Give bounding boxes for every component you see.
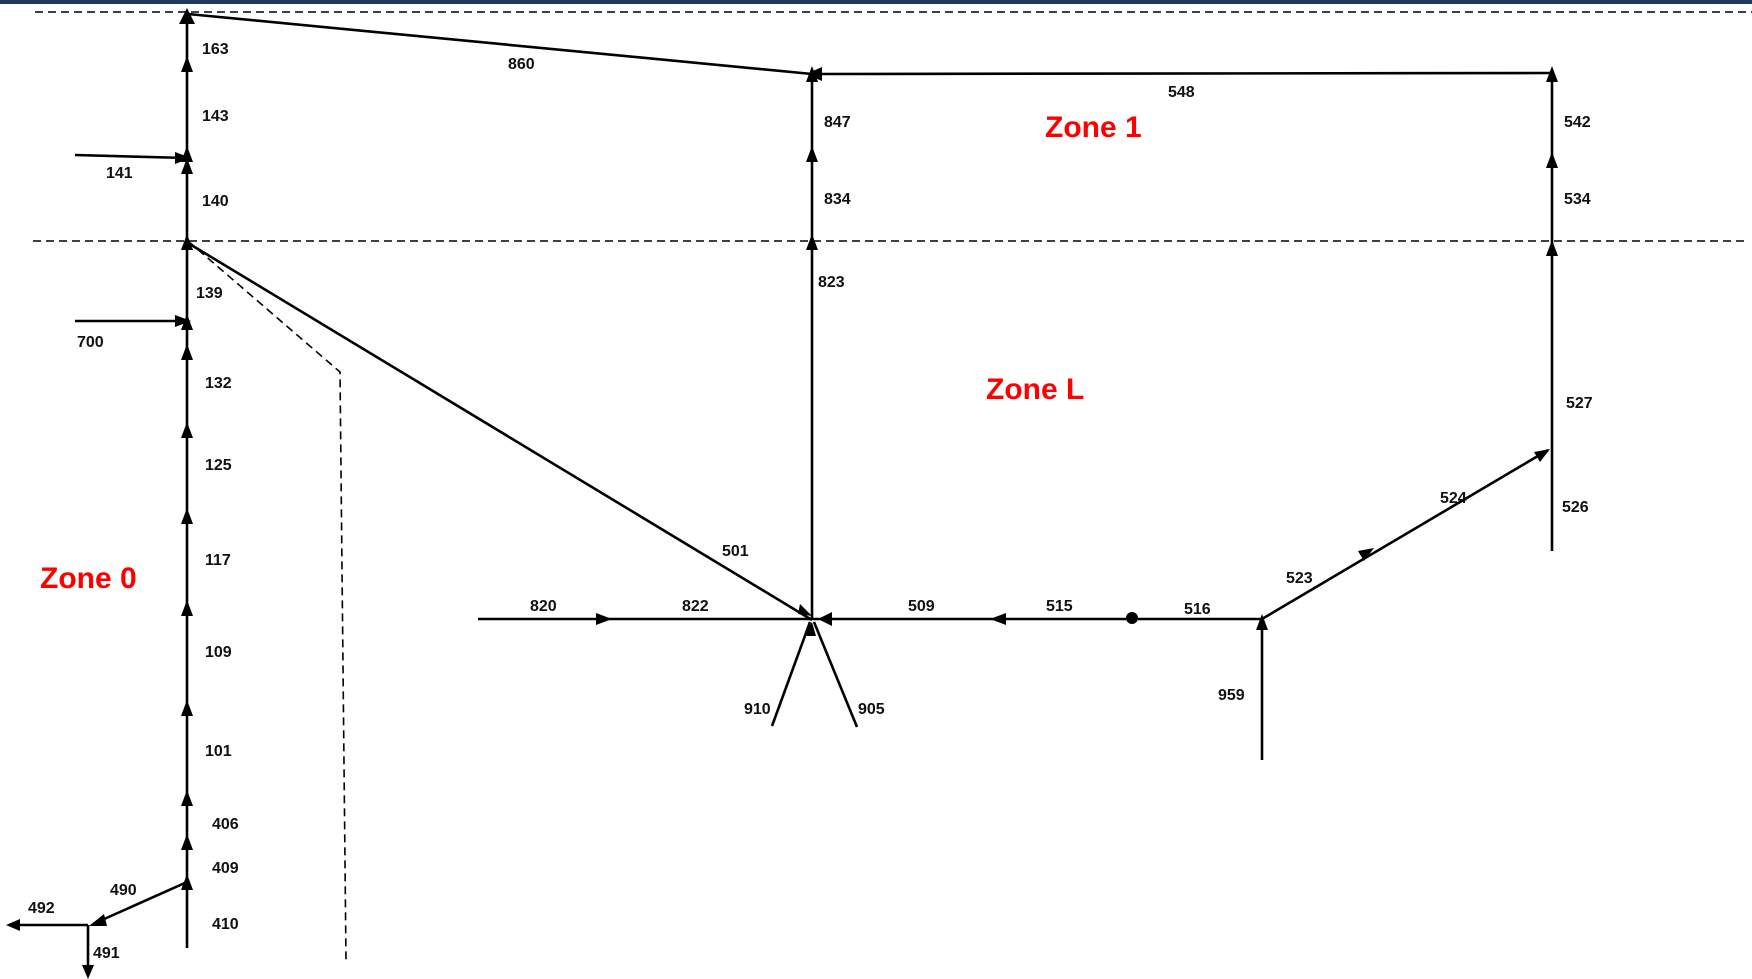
label-847: 847 xyxy=(824,114,851,131)
label-101: 101 xyxy=(205,743,232,760)
junction-node xyxy=(1126,612,1138,624)
link-501 xyxy=(187,241,813,622)
link-905 xyxy=(812,621,859,728)
label-542: 542 xyxy=(1564,114,1591,131)
label-516: 516 xyxy=(1184,601,1211,618)
label-905: 905 xyxy=(858,701,885,718)
label-823: 823 xyxy=(818,274,845,291)
label-141: 141 xyxy=(106,165,133,182)
label-509: 509 xyxy=(908,598,935,615)
label-524: 524 xyxy=(1440,490,1467,507)
label-406: 406 xyxy=(212,816,239,833)
label-700: 700 xyxy=(77,334,104,351)
label-959: 959 xyxy=(1218,687,1245,704)
label-109: 109 xyxy=(205,644,232,661)
link-490 xyxy=(92,880,188,926)
top-bar xyxy=(0,0,1752,4)
label-139: 139 xyxy=(196,285,223,302)
zone-1-label: Zone 1 xyxy=(1045,111,1142,144)
label-490: 490 xyxy=(110,882,137,899)
zone-l-label: Zone L xyxy=(986,373,1084,406)
label-534: 534 xyxy=(1564,191,1591,208)
label-125: 125 xyxy=(205,457,232,474)
label-910: 910 xyxy=(744,701,771,718)
link-910 xyxy=(770,621,812,727)
label-163: 163 xyxy=(202,41,229,58)
label-523: 523 xyxy=(1286,570,1313,587)
label-132: 132 xyxy=(205,375,232,392)
label-834: 834 xyxy=(824,191,851,208)
label-548: 548 xyxy=(1168,84,1195,101)
link-548 xyxy=(811,71,1553,76)
label-822: 822 xyxy=(682,598,709,615)
label-526: 526 xyxy=(1562,499,1589,516)
label-140: 140 xyxy=(202,193,229,210)
link-523-524 xyxy=(1261,448,1549,621)
label-410: 410 xyxy=(212,916,239,933)
label-820: 820 xyxy=(530,598,557,615)
link-141 xyxy=(74,153,188,160)
link-860 xyxy=(187,12,813,76)
label-409: 409 xyxy=(212,860,239,877)
arrowheads xyxy=(6,8,1558,979)
label-527: 527 xyxy=(1566,395,1593,412)
label-492: 492 xyxy=(28,900,55,917)
label-117: 117 xyxy=(205,552,231,569)
label-515: 515 xyxy=(1046,598,1073,615)
label-491: 491 xyxy=(93,945,120,962)
label-143: 143 xyxy=(202,108,229,125)
label-860: 860 xyxy=(508,56,535,73)
zone-0-label: Zone 0 xyxy=(40,562,137,595)
label-501: 501 xyxy=(722,543,749,560)
zone-boundary-vertical xyxy=(187,240,347,961)
